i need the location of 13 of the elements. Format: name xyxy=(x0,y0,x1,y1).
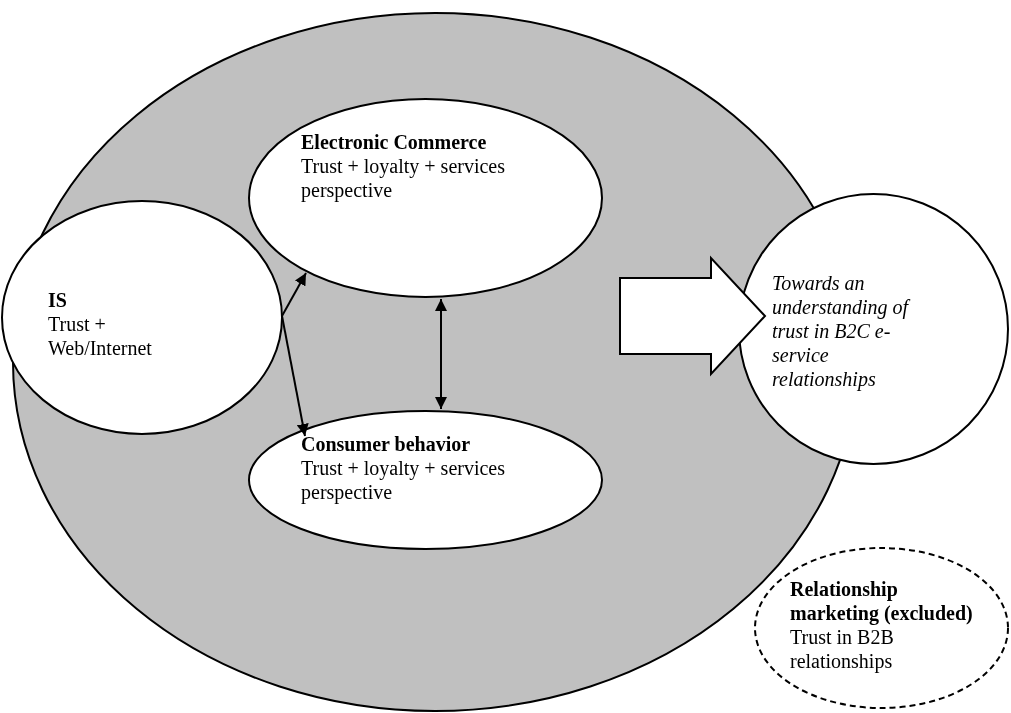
arrow xyxy=(281,272,307,317)
node-heading: Relationship marketing (excluded) xyxy=(790,577,974,625)
node-heading: IS xyxy=(48,288,68,312)
node-text: Trust in B2B relationships xyxy=(790,625,895,673)
node-heading: Electronic Commerce xyxy=(301,130,488,154)
node-text: Trust + loyalty + services perspective xyxy=(301,154,506,202)
node-text: Towards an understanding of trust in B2C e-service relationships xyxy=(772,271,912,391)
arrow xyxy=(435,298,447,410)
arrow xyxy=(281,315,309,437)
node-text: Trust + loyalty + services perspective xyxy=(301,456,506,504)
node-text: Trust + Web/Internet xyxy=(48,312,153,360)
node-heading: Consumer behavior xyxy=(301,432,472,456)
block-arrow xyxy=(619,255,767,377)
